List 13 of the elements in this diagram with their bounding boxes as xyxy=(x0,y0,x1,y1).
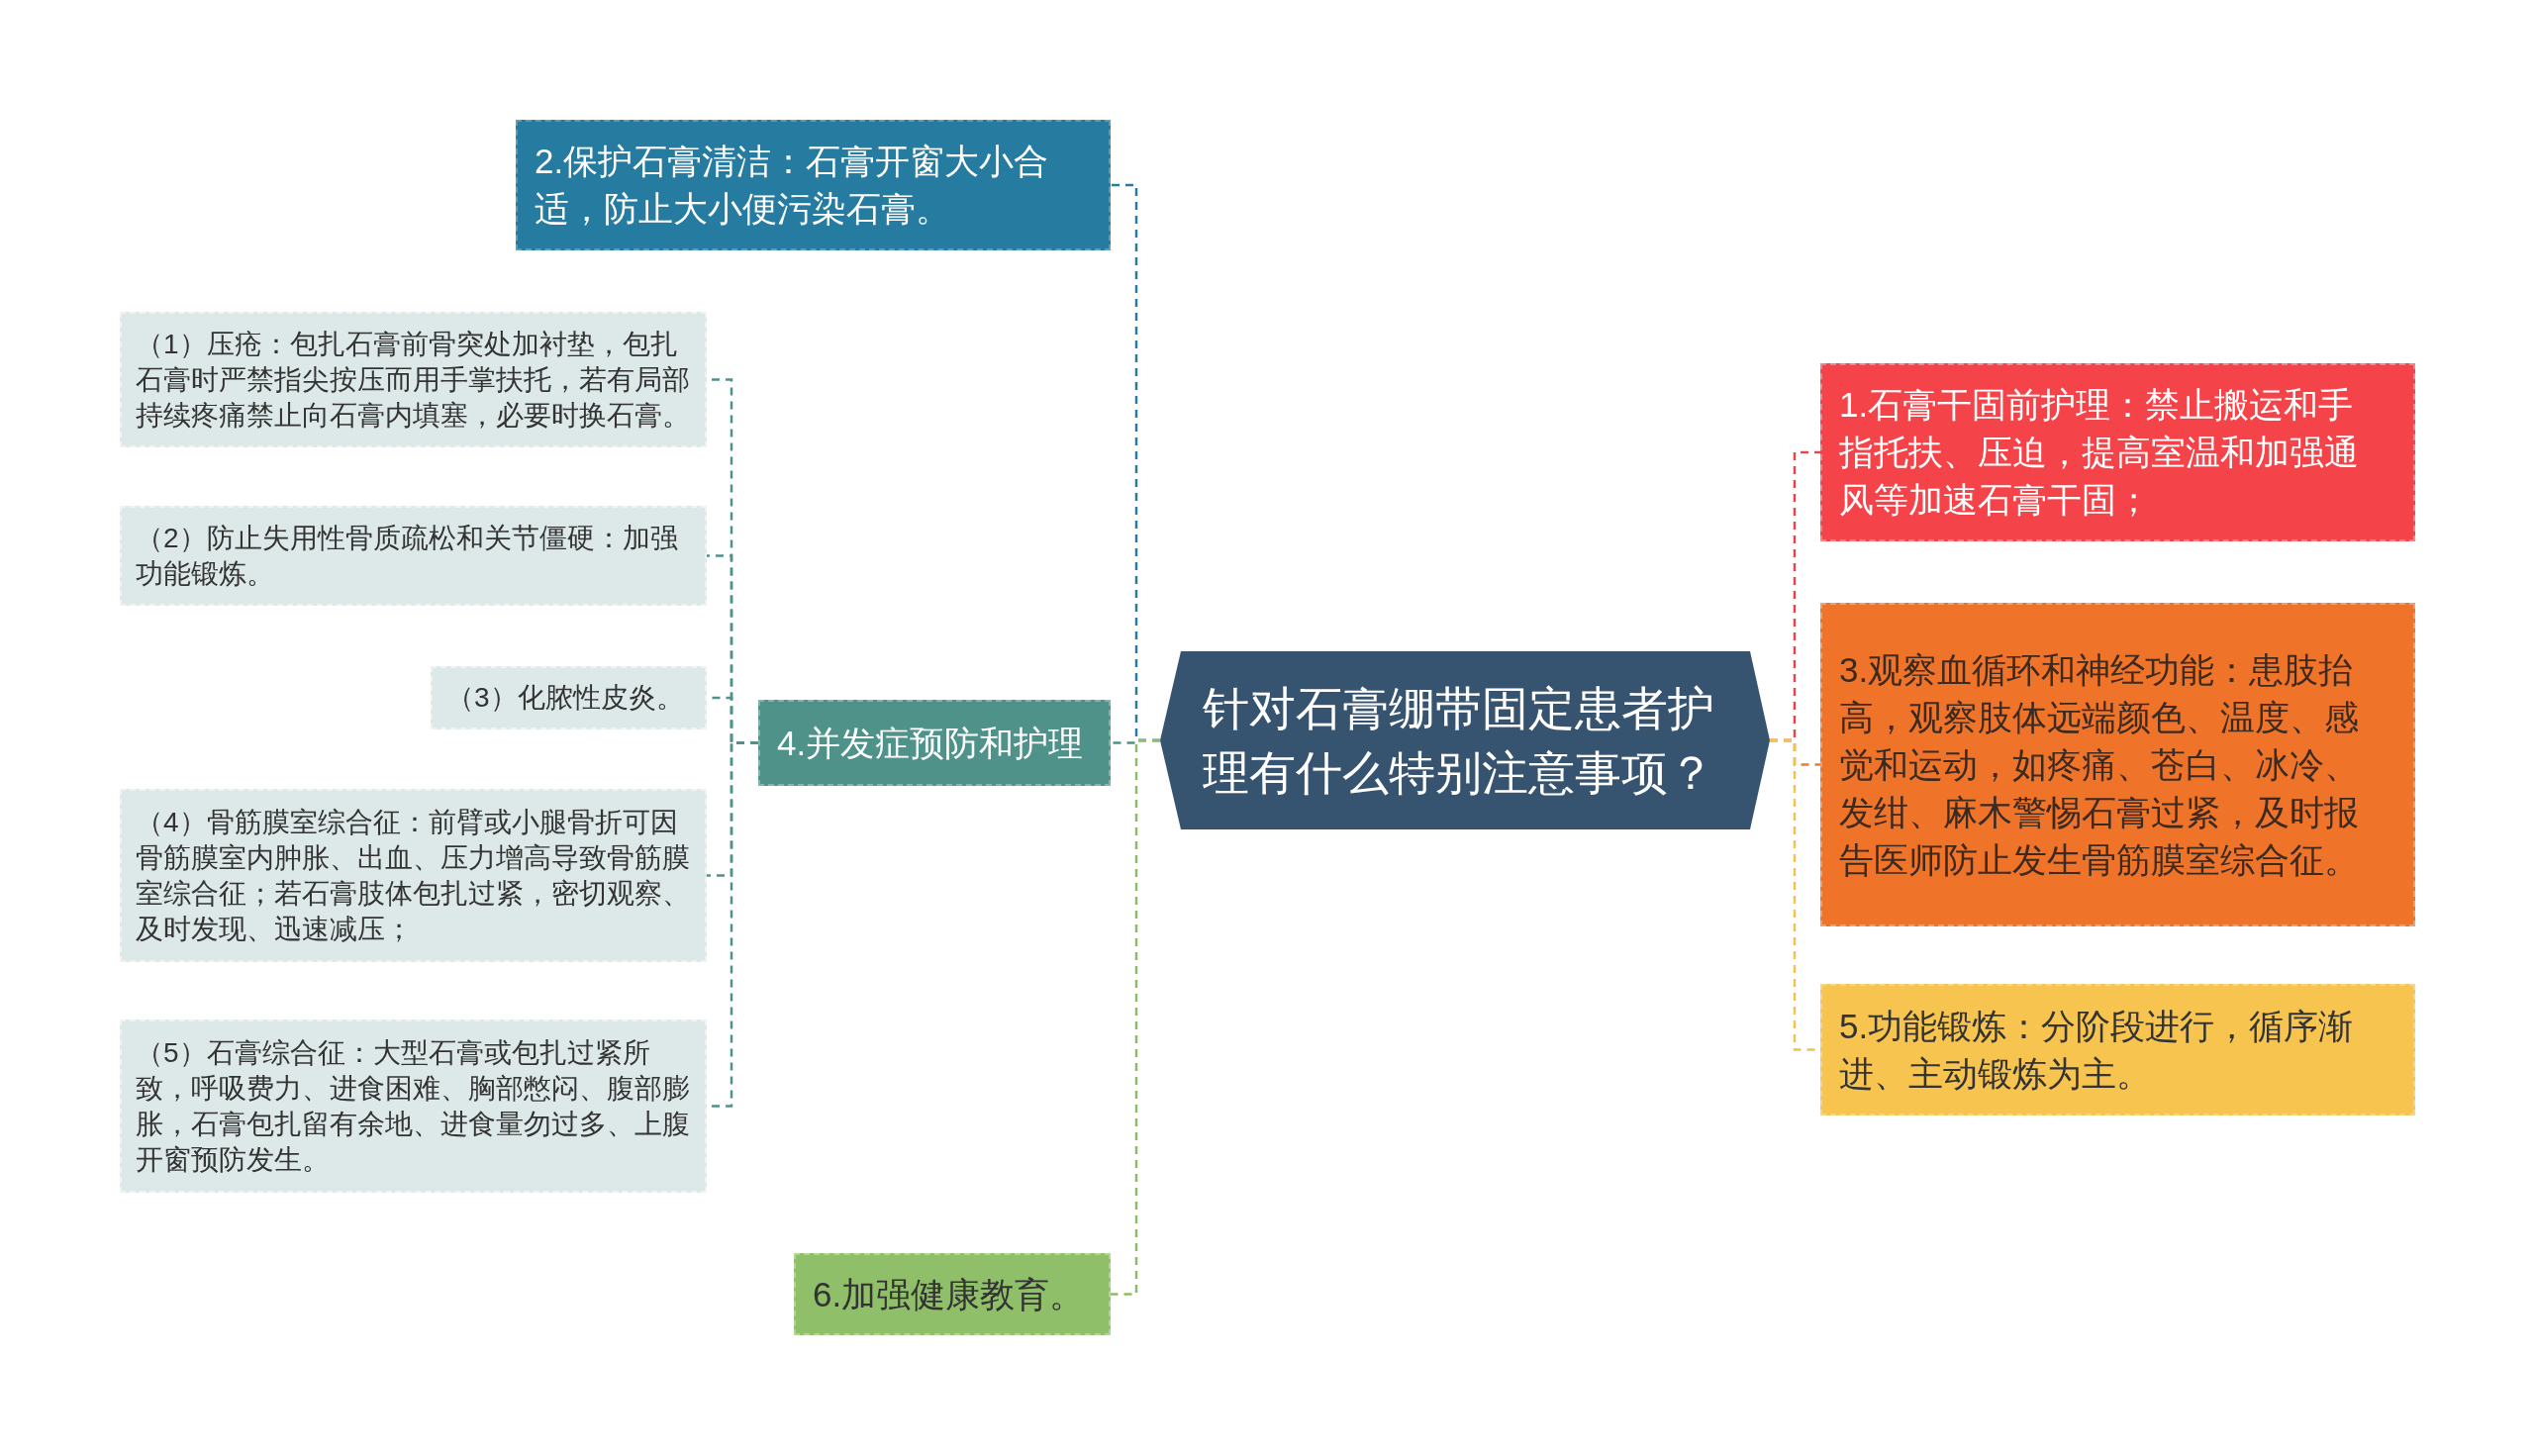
subtopic-box: （2）防止失用性骨质疏松和关节僵硬：加强功能锻炼。 xyxy=(120,506,707,606)
connector-line xyxy=(1111,738,1160,1296)
hexagon-node: 针对石膏绷带固定患者护理有什么特别注意事项？ xyxy=(1160,651,1770,829)
topic-box: 3.观察血循环和神经功能：患肢抬高，观察肢体远端颜色、温度、感觉和运动，如疼痛、苍白、冰冷、发绀、麻木警惕石膏过紧，及时报告医师防止发生骨筋膜室综合征。 xyxy=(1820,603,2415,926)
subtopic-box: （5）石膏综合征：大型石膏或包扎过紧所致，呼吸费力、进食困难、胸部憋闷、腹部膨胀，石膏包扎留有余地、进食量勿过多、上腹开窗预防发生。 xyxy=(120,1019,707,1193)
subtopic-box: （1）压疮：包扎石膏前骨突处加衬垫，包扎石膏时严禁指尖按压而用手掌扶托，若有局部持续疼痛禁止向石膏内填塞，必要时换石膏。 xyxy=(120,312,707,447)
topic-box: 6.加强健康教育。 xyxy=(794,1253,1111,1335)
topic-box: 2.保护石膏清洁：石膏开窗大小合适，防止大小便污染石膏。 xyxy=(516,120,1111,250)
topic-box: 4.并发症预防和护理 xyxy=(758,700,1111,786)
topic-box: 1.石膏干固前护理：禁止搬运和手指托扶、压迫，提高室温和加强通风等加速石膏干固； xyxy=(1820,363,2415,541)
topic-box: 5.功能锻炼：分阶段进行，循序渐进、主动锻炼为主。 xyxy=(1820,984,2415,1116)
subtopic-box: （4）骨筋膜室综合征：前臂或小腿骨折可因骨筋膜室内肿胀、出血、压力增高导致骨筋膜室综合征；若石膏肢体包扎过紧，密切观察、及时发现、迅速减压； xyxy=(120,789,707,962)
subtopic-box: （3）化脓性皮炎。 xyxy=(431,666,707,729)
